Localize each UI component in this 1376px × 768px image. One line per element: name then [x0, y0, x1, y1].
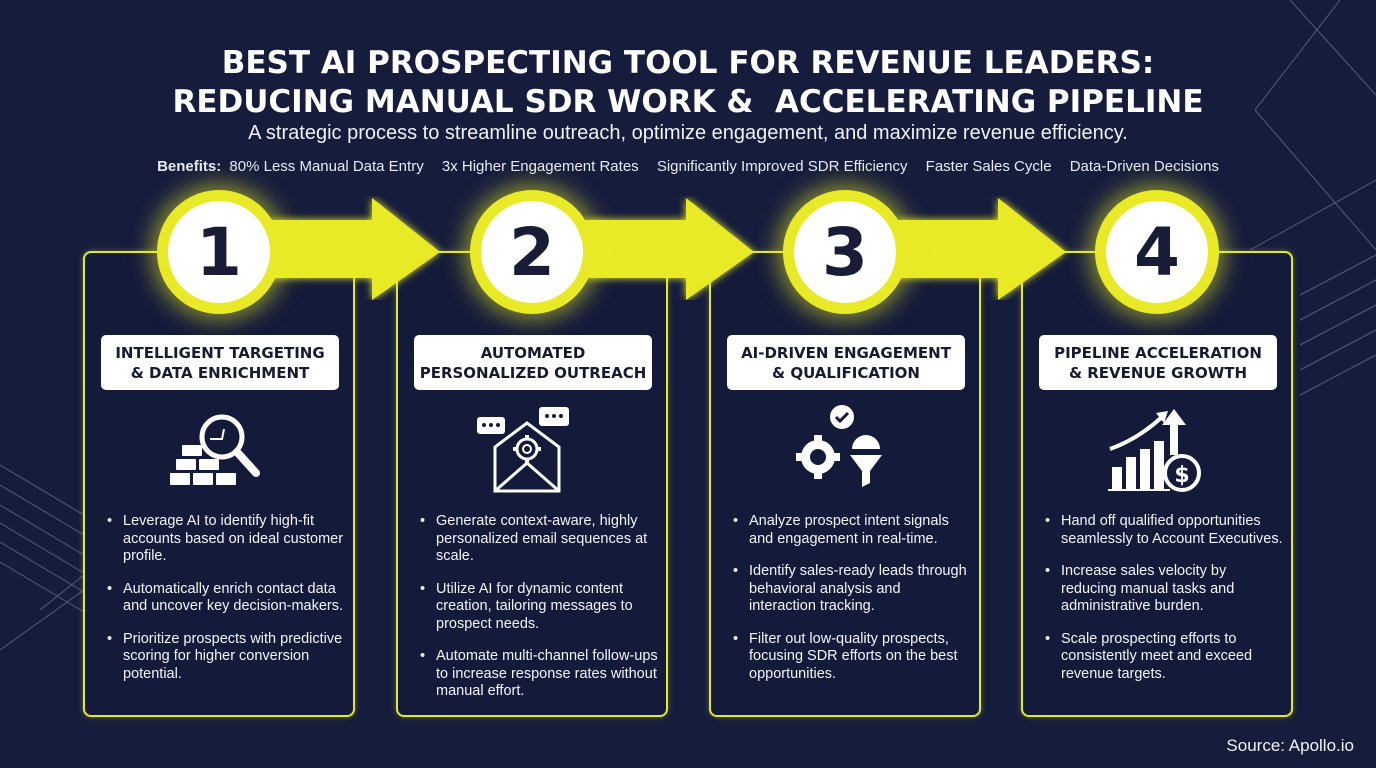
bullet-item: Scale prospecting efforts to consistentl… — [1043, 631, 1283, 684]
page-title: BEST AI PROSPECTING TOOL FOR REVENUE LEA… — [0, 44, 1376, 122]
step-title: PIPELINE ACCELERATION & REVENUE GROWTH — [1039, 335, 1277, 390]
benefit-item: 3x Higher Engagement Rates — [441, 158, 639, 175]
bullet-item: Automate multi-channel follow-ups to inc… — [418, 648, 658, 701]
bullet-item: Increase sales velocity by reducing manu… — [1043, 563, 1283, 616]
bullet-item: Identify sales-ready leads through behav… — [731, 563, 971, 616]
step-number-badge: 3 — [783, 190, 907, 314]
step-title: AI-DRIVEN ENGAGEMENT & QUALIFICATION — [727, 335, 965, 390]
step-title-line: PIPELINE ACCELERATION — [1054, 343, 1262, 362]
step-title-line: AUTOMATED — [480, 343, 586, 362]
step-title-line: & DATA ENRICHMENT — [130, 363, 310, 382]
arrow-right-icon — [270, 198, 440, 300]
step-card-2: AUTOMATED PERSONALIZED OUTREACH Generate… — [396, 251, 668, 717]
step-number-badge: 1 — [157, 190, 281, 314]
step-card-1: INTELLIGENT TARGETING & DATA ENRICHMENT … — [83, 251, 355, 717]
step-title-line: INTELLIGENT TARGETING — [115, 343, 325, 362]
title-line-2: REDUCING MANUAL SDR WORK & ACCELERATING … — [172, 84, 1204, 120]
step-title-line: AI-DRIVEN ENGAGEMENT — [741, 343, 951, 362]
growth-chart-dollar-icon: $ — [1108, 409, 1201, 492]
benefits-bar: Benefits: 80% Less Manual Data Entry 3x … — [0, 158, 1376, 175]
step-bullets: Hand off qualified opportunities seamles… — [1043, 513, 1283, 698]
page-subtitle: A strategic process to streamline outrea… — [248, 122, 1128, 144]
bullet-item: Utilize AI for dynamic content creation,… — [418, 581, 658, 634]
step-bullets: Leverage AI to identify high-fit account… — [105, 513, 345, 698]
step-title: INTELLIGENT TARGETING & DATA ENRICHMENT — [101, 335, 339, 390]
source-credit: Source: Apollo.io — [1226, 736, 1354, 755]
magnifier-over-data-blocks-icon — [170, 414, 260, 485]
arrow-right-icon — [896, 198, 1066, 300]
benefit-item: 80% Less Manual Data Entry — [229, 158, 424, 175]
bullet-item: Leverage AI to identify high-fit account… — [105, 513, 345, 566]
bullet-item: Prioritize prospects with predictive sco… — [105, 631, 345, 684]
bullet-item: Automatically enrich contact data and un… — [105, 581, 345, 616]
step-number-badge: 2 — [470, 190, 594, 314]
step-title-line: PERSONALIZED OUTREACH — [419, 363, 647, 382]
title-line-1: BEST AI PROSPECTING TOOL FOR REVENUE LEA… — [221, 45, 1155, 81]
gears-check-funnel-icon — [796, 405, 882, 487]
svg-text:$: $ — [1174, 463, 1189, 488]
step-number-badge: 4 — [1095, 190, 1219, 314]
bullet-item: Hand off qualified opportunities seamles… — [1043, 513, 1283, 548]
step-title-line: & REVENUE GROWTH — [1068, 363, 1248, 382]
step-bullets: Analyze prospect intent signals and enga… — [731, 513, 971, 698]
bullet-item: Analyze prospect intent signals and enga… — [731, 513, 971, 548]
step-card-3: AI-DRIVEN ENGAGEMENT & QUALIFICATION Ana… — [709, 251, 981, 717]
step-title-line: & QUALIFICATION — [772, 363, 920, 382]
envelope-gear-chat-icon — [477, 407, 569, 493]
bullet-item: Generate context-aware, highly personali… — [418, 513, 658, 566]
bullet-item: Filter out low-quality prospects, focusi… — [731, 631, 971, 684]
benefit-item: Data-Driven Decisions — [1069, 158, 1219, 175]
benefits-label: Benefits: — [157, 158, 222, 175]
benefit-item: Significantly Improved SDR Efficiency — [656, 158, 908, 175]
step-title: AUTOMATED PERSONALIZED OUTREACH — [414, 335, 652, 390]
step-card-4: PIPELINE ACCELERATION & REVENUE GROWTH $… — [1021, 251, 1293, 717]
benefit-item: Faster Sales Cycle — [925, 158, 1052, 175]
step-bullets: Generate context-aware, highly personali… — [418, 513, 658, 716]
arrow-right-icon — [584, 198, 754, 300]
